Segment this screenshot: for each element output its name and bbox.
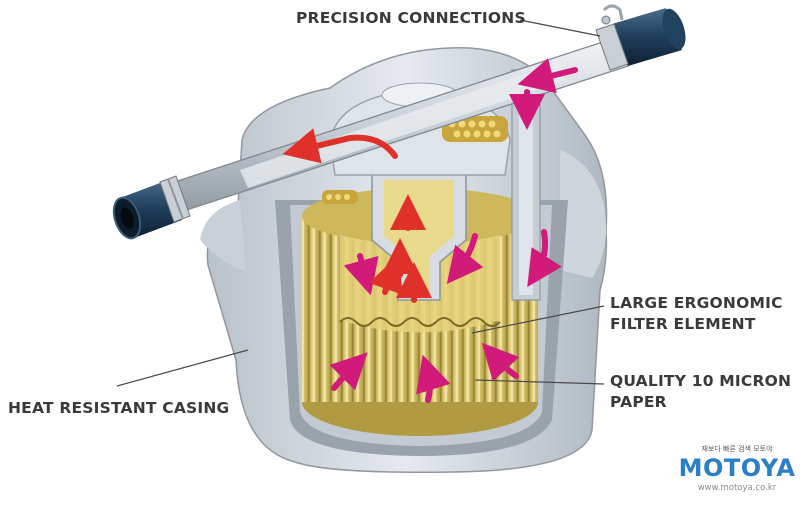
casing-rim-right	[560, 150, 607, 278]
filter-wave-edge	[339, 317, 501, 327]
label-filter-element: LARGE ERGONOMIC FILTER ELEMENT	[610, 293, 783, 335]
motoya-logo: 재보다 빠른 검색 모토야 MOTOYA www.motoya.co.kr	[672, 444, 802, 504]
logo-word-moto: MOTO	[678, 454, 761, 482]
label-micron-paper: QUALITY 10 MICRON PAPER	[610, 371, 791, 413]
flow-arrows-inlet	[329, 58, 578, 403]
label-filter-line-2: FILTER ELEMENT	[610, 315, 756, 333]
hose-left-bore	[120, 207, 134, 229]
label-precision-connections: PRECISION CONNECTIONS	[296, 9, 526, 27]
label-heat-resistant-casing: HEAT RESISTANT CASING	[8, 399, 230, 417]
seal-ring-left	[322, 190, 358, 204]
logo-word-ya: YA	[760, 454, 796, 482]
label-filter-line-1: LARGE ERGONOMIC	[610, 294, 783, 312]
label-paper-line-1: QUALITY 10 MICRON	[610, 372, 792, 390]
casing-ledge	[200, 200, 246, 272]
logo-wordmark: MOTOYA	[672, 454, 802, 482]
leader-lines	[116, 19, 605, 387]
inlet-channel-cut	[519, 78, 533, 295]
label-paper-line-2: PAPER	[610, 393, 667, 411]
logo-tagline: 재보다 빠른 검색 모토야	[701, 445, 773, 453]
clamp-left	[159, 175, 191, 223]
logo-url: www.motoya.co.kr	[697, 483, 777, 493]
clamp-right	[595, 4, 629, 71]
hose-right-end	[662, 8, 686, 50]
flow-arrows-outlet	[282, 128, 432, 303]
